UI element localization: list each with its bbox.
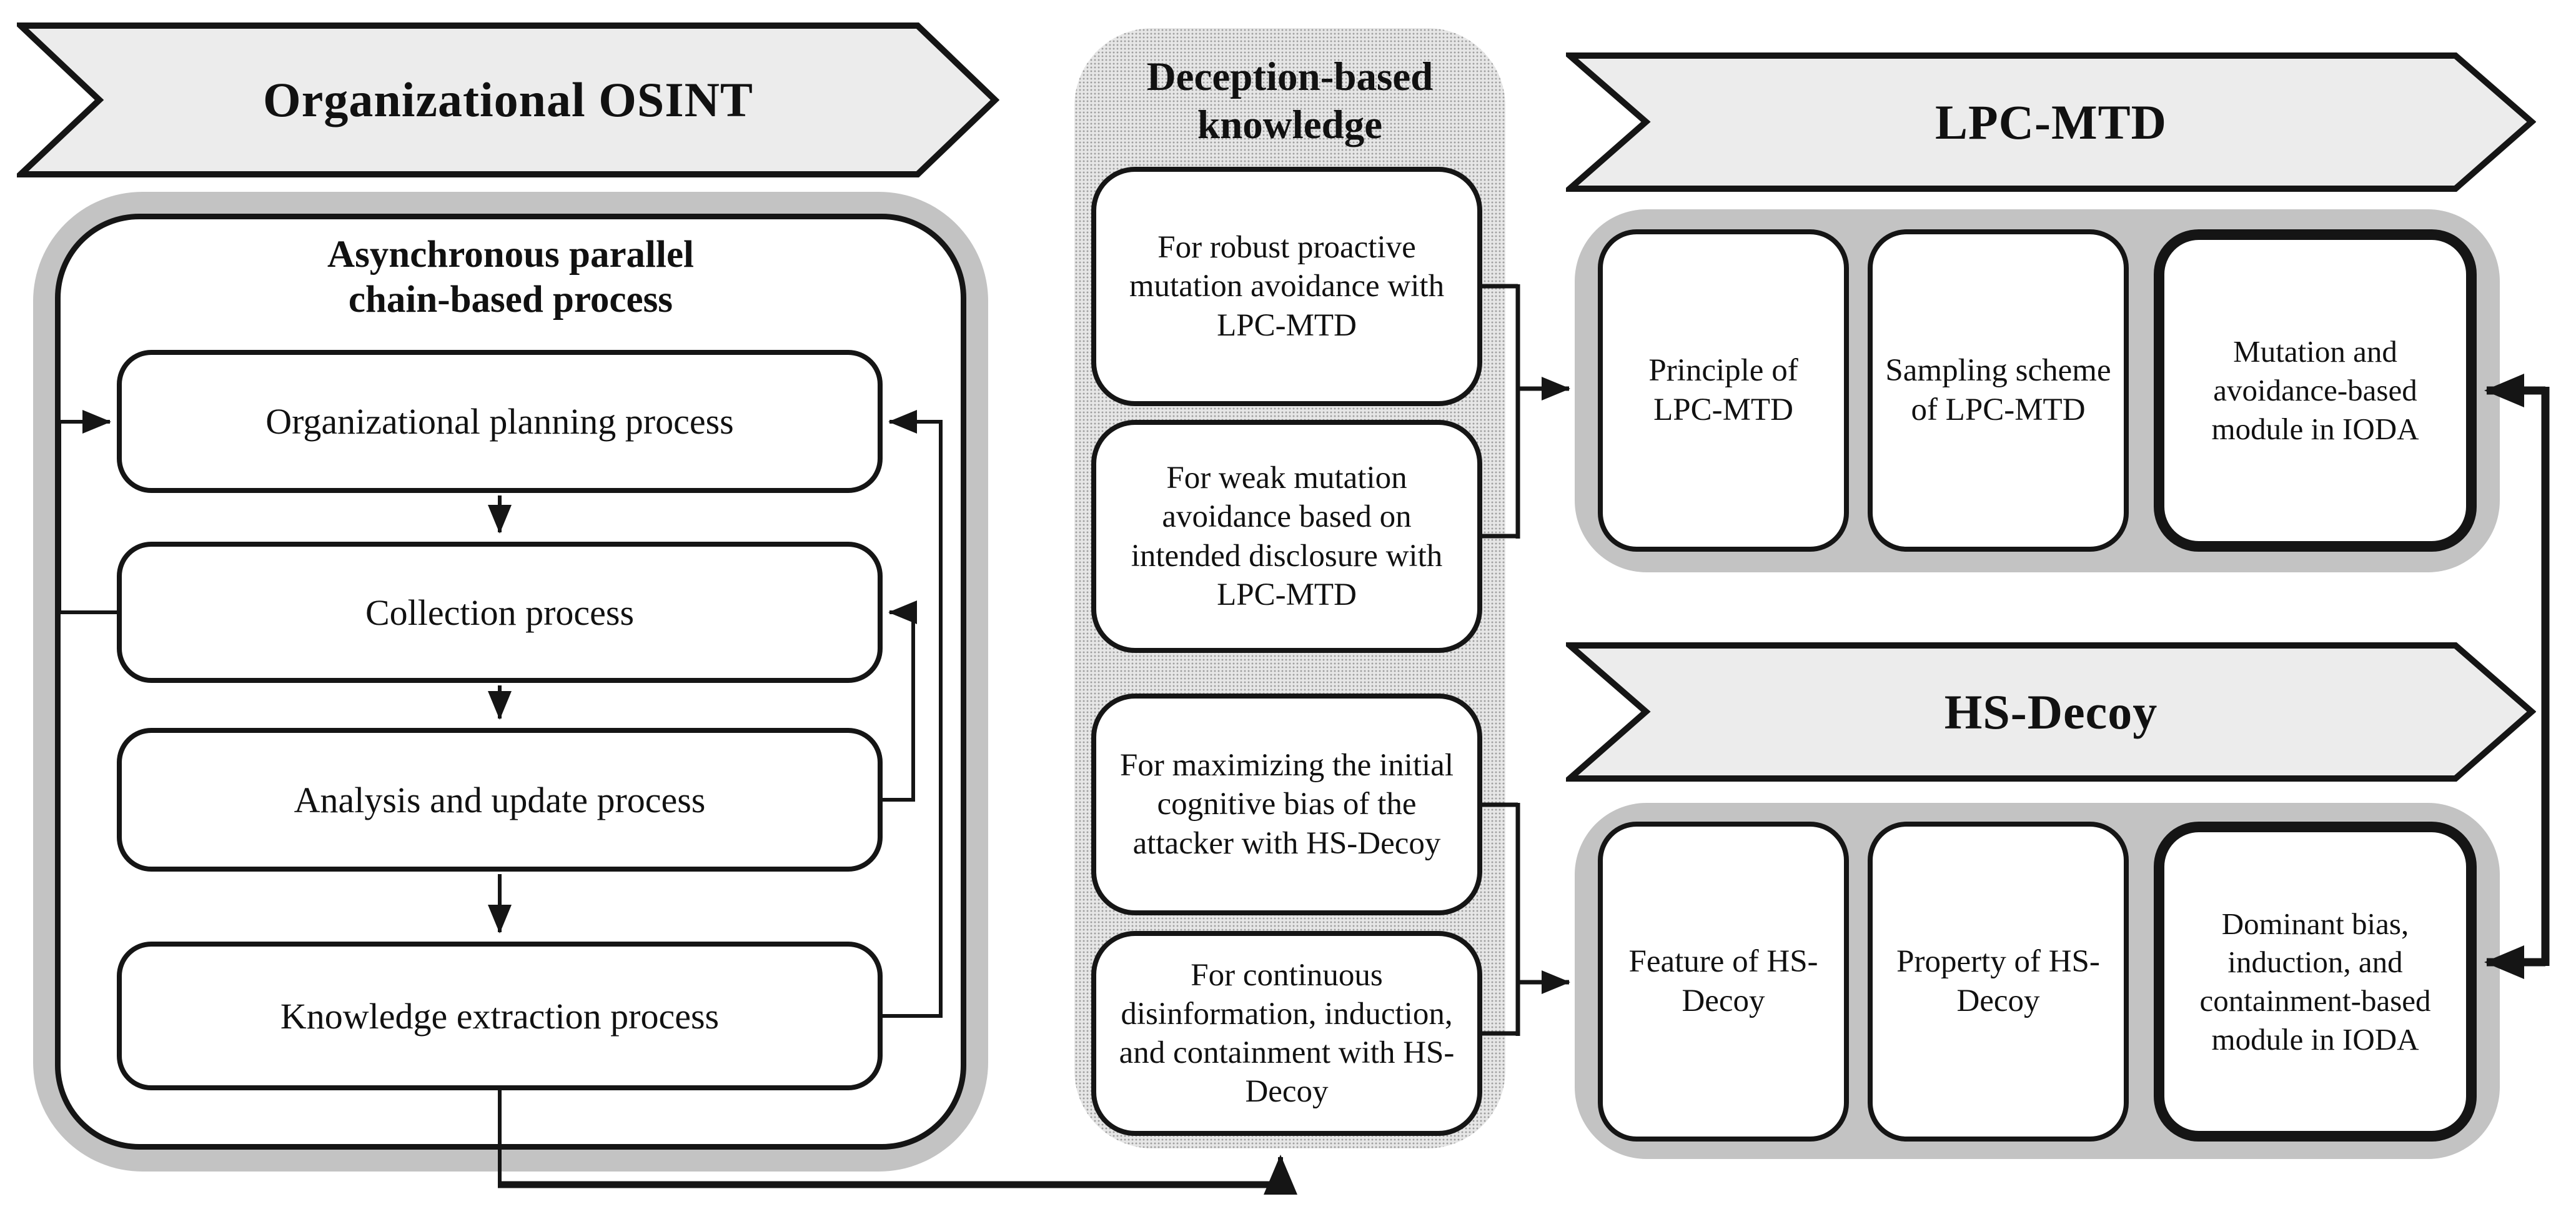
lpc-box-mutation-avoidance-module: Mutation and avoidance-based module in I…	[2154, 229, 2477, 552]
deception-panel-title: Deception-based knowledge	[1084, 53, 1496, 172]
knowledge-box-robust-mutation-avoidance: For robust proactive mutation avoidance …	[1091, 167, 1482, 406]
hs-box-label: Feature of HS-Decoy	[1628, 943, 1818, 1018]
banner-arrow-shape	[1566, 642, 2536, 782]
process-box-label: Analysis and update process	[294, 779, 706, 820]
banner-arrow-shape	[1566, 52, 2536, 192]
process-box-organizational-planning: Organizational planning process	[117, 350, 883, 493]
lpc-box-label: Principle of LPC-MTD	[1648, 352, 1798, 427]
lpc-box-label: Sampling scheme of LPC-MTD	[1885, 352, 2111, 427]
banner-hs-decoy: HS-Decoy	[1566, 642, 2536, 782]
lpc-box-sampling-scheme: Sampling scheme of LPC-MTD	[1868, 229, 2129, 552]
lpc-box-label: Mutation and avoidance-based module in I…	[2211, 334, 2419, 446]
deception-title-line1: Deception-based	[1146, 54, 1434, 99]
process-box-label: Knowledge extraction process	[280, 995, 720, 1037]
hs-box-label: Dominant bias, induction, and containmen…	[2199, 906, 2431, 1057]
process-box-label: Collection process	[365, 592, 635, 633]
hs-box-property: Property of HS-Decoy	[1868, 822, 2129, 1142]
banner-lpc-mtd-label: LPC-MTD	[1935, 94, 2167, 149]
banner-hs-decoy-label: HS-Decoy	[1944, 684, 2158, 739]
process-box-collection: Collection process	[117, 542, 883, 683]
osint-panel-title: Asynchronous parallel chain-based proces…	[94, 232, 928, 339]
knowledge-box-label: For continuous disinformation, induction…	[1119, 957, 1455, 1110]
banner-organizational-osint: Organizational OSINT	[17, 22, 999, 178]
deception-title-line2: knowledge	[1197, 102, 1383, 147]
banner-arrow-shape	[17, 22, 999, 177]
hs-box-feature: Feature of HS-Decoy	[1598, 822, 1849, 1142]
knowledge-box-initial-cognitive-bias: For maximizing the initial cognitive bia…	[1091, 694, 1482, 915]
loop-collection-to-planning	[57, 410, 119, 614]
knowledge-box-label: For maximizing the initial cognitive bia…	[1119, 748, 1454, 861]
knowledge-box-weak-mutation-avoidance: For weak mutation avoidance based on int…	[1091, 420, 1482, 653]
hs-box-label: Property of HS-Decoy	[1896, 943, 2100, 1018]
process-box-label: Organizational planning process	[265, 401, 734, 442]
banner-lpc-mtd: LPC-MTD	[1566, 52, 2536, 192]
process-box-knowledge-extraction: Knowledge extraction process	[117, 942, 883, 1090]
hs-box-dominant-bias-module: Dominant bias, induction, and containmen…	[2154, 822, 2477, 1142]
knowledge-box-label: For weak mutation avoidance based on int…	[1131, 460, 1443, 612]
osint-title-line1: Asynchronous parallel	[327, 234, 694, 276]
lpc-box-principle: Principle of LPC-MTD	[1598, 229, 1849, 552]
loop-analysis-to-collection	[881, 600, 917, 802]
osint-title-line2: chain-based process	[348, 278, 673, 321]
knowledge-box-label: For robust proactive mutation avoidance …	[1129, 230, 1445, 343]
process-box-analysis-update: Analysis and update process	[117, 728, 883, 872]
banner-organizational-osint-label: Organizational OSINT	[263, 72, 753, 127]
loop-knowledge-to-planning	[881, 410, 943, 1018]
knowledge-box-continuous-disinformation: For continuous disinformation, induction…	[1091, 931, 1482, 1136]
